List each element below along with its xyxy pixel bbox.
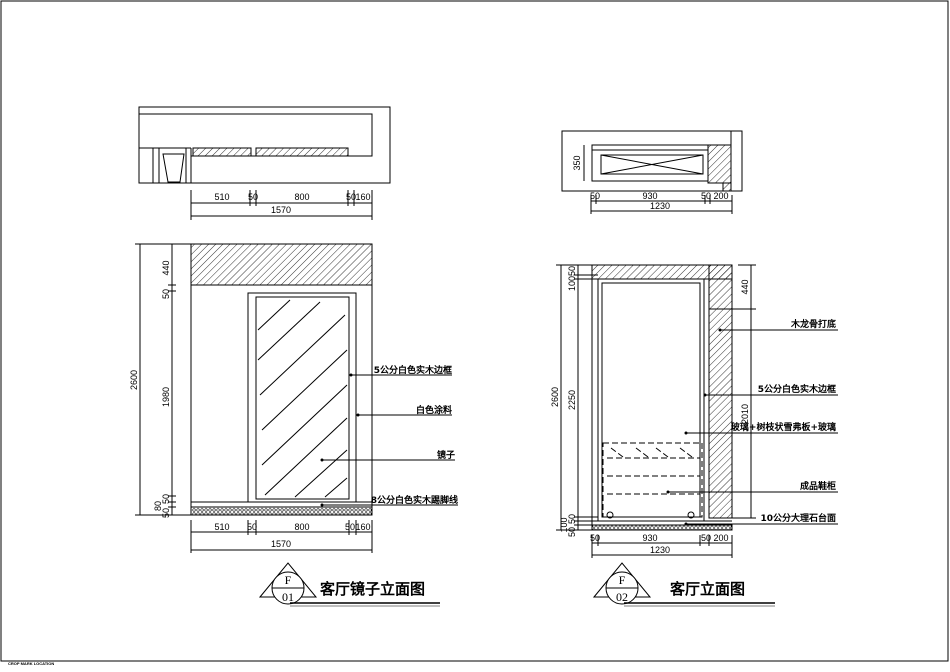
callout-label: 5公分白色实木边框 (374, 364, 452, 376)
dim-label: 510 (214, 522, 229, 532)
dim-label: 50 (346, 192, 356, 202)
elevation-view-2: 2600 50 100 2250 50 100 50 440 2010 50 9… (550, 264, 838, 558)
callout-label: 木龙骨打底 (790, 318, 836, 330)
dim-label: 50 (345, 522, 355, 532)
dim-label: 50 (701, 533, 711, 543)
dim-total: 1570 (271, 539, 291, 549)
tag-letter: F (619, 573, 626, 587)
dim-label: 50 (701, 191, 711, 201)
title-block-1: F 01 客厅镜子立面图 (258, 562, 440, 607)
crop-mark-label: CROP MARK LOCATION (8, 661, 54, 666)
elevation-view-1: 2600 440 50 1980 50 80 50 510 50 800 50 … (129, 243, 458, 553)
dim-label: 1980 (161, 387, 171, 407)
plan-view-2: 350 50 930 50 200 1230 (561, 130, 743, 214)
title-block-2: F 02 客厅立面图 (592, 562, 775, 607)
callout-label: 白色涂料 (416, 404, 452, 416)
glass-panel (601, 282, 701, 518)
dim-label: 50 (247, 522, 257, 532)
dim-label: 2600 (129, 370, 139, 390)
dim-label: 800 (294, 192, 309, 202)
dim-label: 440 (161, 260, 171, 275)
wall-hatch (708, 264, 733, 519)
shoe-cabinet (602, 442, 703, 518)
dim-label: 510 (214, 192, 229, 202)
dim-label: 200 (713, 533, 728, 543)
ceiling-hatch (190, 243, 373, 286)
plan-hatch (707, 144, 732, 184)
dim-label: 930 (642, 533, 657, 543)
tag-number: 02 (616, 590, 628, 604)
dim-label: 50 (248, 192, 258, 202)
dim-label: 50 (161, 508, 171, 518)
tag-number: 01 (282, 590, 294, 604)
dim-label: 2600 (550, 387, 560, 407)
dim-label: 160 (355, 192, 370, 202)
dim-label: 100 (559, 517, 569, 532)
dim-total: 1570 (271, 205, 291, 215)
dim-label: 50 (590, 191, 600, 201)
callout-label: 成品鞋柜 (800, 480, 836, 492)
dim-label: 350 (572, 155, 582, 170)
dim-label: 2250 (567, 390, 577, 410)
dim-label: 50 (567, 514, 577, 524)
tag-letter: F (285, 573, 292, 587)
dim-label: 50 (161, 494, 171, 504)
dim-label: 50 (567, 527, 577, 537)
dim-label: 440 (740, 279, 750, 294)
marble-top (591, 524, 733, 531)
callout-label: 5公分白色实木边框 (758, 383, 836, 395)
drawing-title: 客厅立面图 (669, 580, 745, 598)
plan-hatch-strip (255, 147, 349, 157)
plan-view-1: 510 50 800 50 160 1570 (138, 106, 391, 220)
dim-label: 800 (294, 522, 309, 532)
callout-label: 10公分大理石台面 (760, 512, 836, 524)
door-frame (597, 278, 705, 522)
callout-label: 镜子 (437, 449, 455, 461)
dim-label: 50 (161, 289, 171, 299)
floor-hatch (190, 506, 373, 516)
mirror (255, 296, 350, 500)
plan-hatch (722, 182, 732, 192)
dim-label: 160 (355, 522, 370, 532)
dim-label: 50 (590, 533, 600, 543)
dim-label: 200 (713, 191, 728, 201)
dim-label: 50 (567, 266, 577, 276)
dim-total: 1230 (650, 201, 670, 211)
plan-hatch-strip (192, 147, 252, 157)
callout-label: 8公分白色实木踢脚线 (371, 494, 458, 506)
dim-label: 100 (567, 276, 577, 291)
dim-label: 2010 (740, 404, 750, 424)
dim-total: 1230 (650, 545, 670, 555)
dim-label: 80 (153, 501, 163, 511)
callout-label: 玻璃+树枝状雪弗板+玻璃 (731, 421, 836, 433)
drawing-title: 客厅镜子立面图 (319, 580, 425, 598)
dim-label: 930 (642, 191, 657, 201)
